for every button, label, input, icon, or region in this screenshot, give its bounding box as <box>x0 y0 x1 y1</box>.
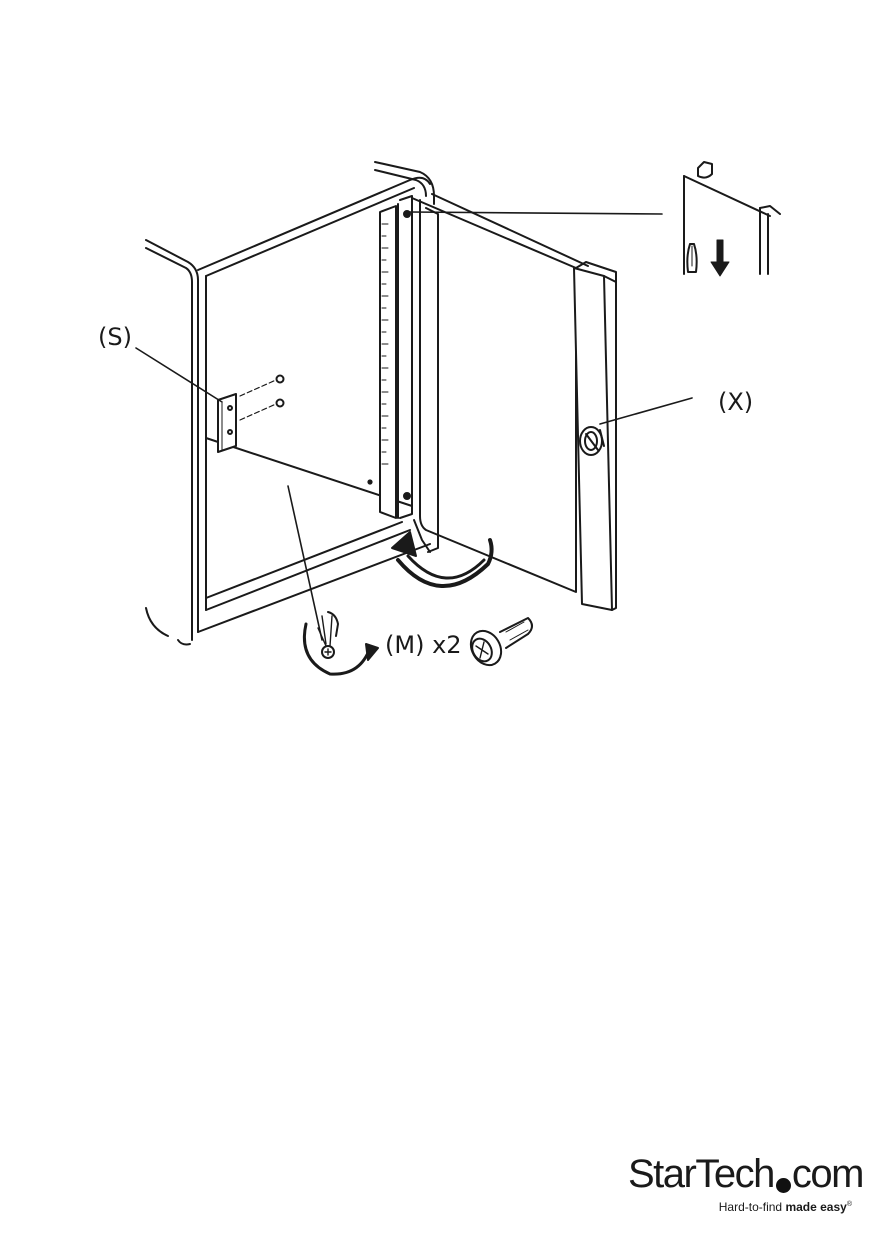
callout-label-x: (X) <box>718 388 753 416</box>
leader-line-m <box>288 486 322 640</box>
logo-registered-mark: ® <box>847 1201 852 1208</box>
callout-label-s: (S) <box>98 323 132 351</box>
cabinet-door-installation-diagram: (S) (X) (M) x2 <box>0 0 893 720</box>
logo-tagline-bold: made easy <box>785 1200 846 1214</box>
logo-tagline: Hard-to-find made easy® <box>719 1200 852 1214</box>
leader-line-x <box>600 398 692 424</box>
hinge-pin-inset <box>684 162 780 276</box>
logo-name-part1: StarTech <box>628 1152 774 1196</box>
screw-icon <box>465 618 532 671</box>
logo-tagline-plain: Hard-to-find <box>719 1200 786 1214</box>
cabinet-door <box>412 194 616 610</box>
logo-wordmark: StarTech com <box>628 1150 863 1198</box>
down-arrow-icon <box>711 240 729 276</box>
leader-line-s <box>136 348 222 402</box>
logo-dot-icon <box>776 1178 791 1193</box>
bracket-s <box>218 376 284 453</box>
callout-label-m: (M) x2 <box>385 631 462 659</box>
screwdriver-rotate-icon <box>304 612 378 674</box>
logo-name-part2: com <box>792 1152 863 1196</box>
mounting-rail <box>368 196 412 518</box>
